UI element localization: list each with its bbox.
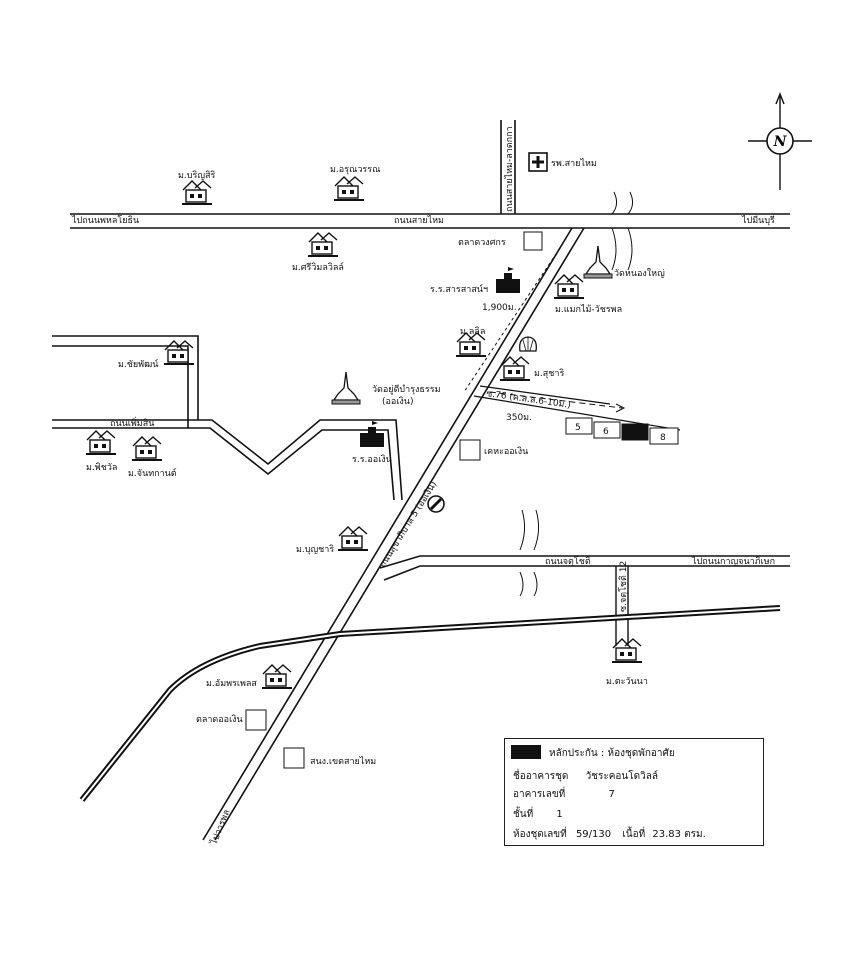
label-lower-road: ถนนจตุโชติ bbox=[545, 556, 591, 567]
label-b8: 8 bbox=[660, 433, 666, 443]
label-school1: ร.ร.สารสาสน์ฯ bbox=[430, 283, 488, 295]
house-icon bbox=[261, 664, 293, 689]
label-maeklong: ม.แมกไม้-วัชรพล bbox=[555, 304, 622, 315]
housing-icon bbox=[459, 439, 481, 461]
route-dashed bbox=[463, 247, 561, 393]
legend-building-name: วัชระคอนโดวิลล์ bbox=[585, 771, 658, 782]
label-b6: 6 bbox=[603, 427, 609, 437]
label-sucharit: ม.สุชาริ bbox=[534, 368, 564, 379]
temple-icon bbox=[331, 371, 361, 405]
legend-floor-label: ชั้นที่ bbox=[513, 809, 534, 820]
legend-box: หลักประกัน : ห้องชุดพักอาศัย ชื่ออาคารชุ… bbox=[504, 738, 764, 846]
label-dist350: 350ม. bbox=[506, 413, 532, 423]
school-icon bbox=[496, 267, 520, 293]
legend-floor: 1 bbox=[556, 809, 563, 820]
label-hospital: รพ.สายไหม bbox=[551, 158, 597, 169]
legend-unit: 59/130 bbox=[575, 829, 612, 840]
label-market2: ตลาดออเงิน bbox=[196, 714, 243, 725]
label-baring: ม.บริญสิริ bbox=[178, 170, 216, 181]
label-vertical-top: ถนนสายไหม-ลาดกกา bbox=[504, 126, 515, 212]
road-jatuchot bbox=[379, 555, 790, 646]
label-watnongyai: วัดหนองใหญ่ bbox=[614, 268, 665, 279]
target-building bbox=[621, 423, 649, 441]
legend-area: 23.83 ตรม. bbox=[652, 829, 706, 840]
label-bottom-dest: ไปวารพล bbox=[208, 808, 232, 847]
label-top-road: ถนนสายไหม bbox=[394, 215, 444, 226]
label-chaipat: ม.ชัยพัฒน์ bbox=[118, 358, 158, 370]
gas-station-icon bbox=[427, 495, 445, 513]
house-icon bbox=[163, 340, 195, 365]
canal-marks bbox=[519, 191, 634, 597]
label-umphon: ม.อัมพรเพลส bbox=[206, 679, 257, 689]
legend-title: หลักประกัน : ห้องชุดพักอาศัย bbox=[549, 748, 675, 759]
label-top-right-dest: ไปมีนบุรี bbox=[741, 215, 775, 226]
label-sriwimon: ม.ศรีวิมลวิลล์ bbox=[292, 261, 344, 273]
road-saimai-ladkrabang bbox=[500, 120, 516, 214]
label-dist1900: 1,900ม. bbox=[482, 303, 517, 313]
house-icon bbox=[85, 430, 117, 455]
label-bunchari: ม.บุญชาริ bbox=[296, 544, 334, 555]
label-b5: 5 bbox=[575, 423, 581, 433]
compass-icon: N bbox=[748, 92, 812, 190]
label-saimai-office: สนง.เขตสายไหม bbox=[310, 756, 376, 767]
shell-station-icon bbox=[519, 336, 537, 352]
legend-building-name-label: ชื่ออาคารชุด bbox=[513, 771, 569, 782]
label-left-road: ถนนเพิ่มสิน bbox=[110, 416, 154, 429]
legend-building-no-label: อาคารเลขที่ bbox=[513, 789, 566, 800]
label-phiwat: ม.พิชวัล bbox=[86, 462, 117, 473]
office-icon bbox=[283, 747, 305, 769]
label-chanthakan: ม.จันทกานต์ bbox=[128, 467, 177, 479]
label-khet: เคหะออเงิน bbox=[484, 446, 528, 457]
label-market1: ตลาดวงศกร bbox=[458, 238, 506, 248]
legend-building-no: 7 bbox=[608, 789, 615, 800]
market-icon bbox=[523, 231, 543, 251]
legend-area-label: เนื้อที่ bbox=[622, 829, 646, 840]
house-icon bbox=[131, 436, 163, 461]
label-lalin: ม.ลลิล bbox=[460, 326, 485, 337]
road-sukhaphiban5 bbox=[202, 227, 585, 841]
label-top-left-dest: ไปถนนพหลโยธิน bbox=[71, 215, 139, 226]
market-icon bbox=[245, 709, 267, 731]
road-saimai bbox=[70, 213, 790, 229]
label-school2: ร.ร.ออเงิน bbox=[352, 454, 392, 465]
road-phermsin bbox=[52, 335, 403, 501]
house-icon bbox=[181, 180, 213, 205]
building-blocks: 5 6 8 bbox=[565, 417, 679, 445]
label-arun: ม.อรุณวรรณ bbox=[330, 165, 380, 175]
legend-swatch bbox=[511, 745, 541, 759]
house-icon bbox=[307, 232, 339, 257]
label-watyu-1: วัดอยู่ดีบำรุงธรรม bbox=[372, 384, 441, 395]
label-watyu-2: (ออเงิน) bbox=[382, 396, 413, 407]
school-icon bbox=[360, 421, 384, 447]
label-lower-right-dest: ไปถนนกาญจนาภิเษก bbox=[691, 556, 775, 567]
house-icon bbox=[333, 176, 365, 201]
legend-unit-label: ห้องชุดเลขที่ bbox=[513, 829, 567, 840]
railway bbox=[79, 605, 781, 802]
temple-icon bbox=[583, 245, 613, 279]
house-icon bbox=[337, 526, 369, 551]
label-tawanna: ม.ตะวันนา bbox=[606, 677, 648, 687]
label-soi: ซ.จตุโชติ 12 bbox=[618, 561, 629, 612]
house-icon bbox=[553, 274, 585, 299]
compass-letter: N bbox=[773, 134, 788, 150]
hospital-icon bbox=[528, 152, 548, 172]
